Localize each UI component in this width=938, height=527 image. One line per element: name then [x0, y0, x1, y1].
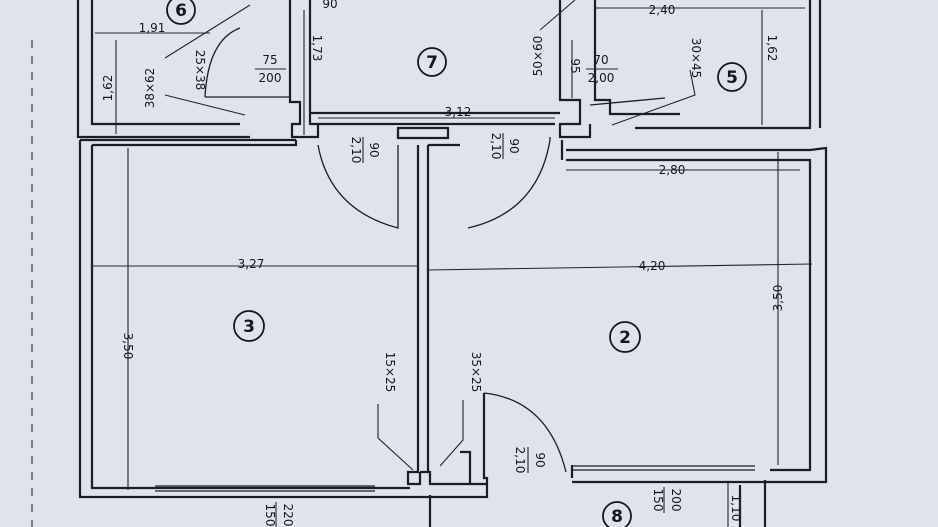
dim-240: 2,40: [649, 3, 676, 17]
door-70: 70: [593, 53, 608, 67]
door-90a-bot: 2,10: [349, 137, 363, 164]
wall-room-2: [420, 140, 828, 486]
vent-15x25: 15×25: [383, 352, 397, 393]
room-number-5: 5: [726, 68, 738, 88]
room-number-3: 3: [243, 317, 255, 337]
door-200: 200: [259, 71, 282, 85]
leader-50x60: [539, 0, 576, 31]
room-number-2: 2: [619, 328, 631, 348]
wall-room-5: [558, 0, 822, 139]
dim-90-top: 90: [322, 0, 337, 11]
dim-173: 1,73: [310, 35, 324, 62]
win-200: 200: [669, 489, 683, 512]
vent-35x25: 35×25: [469, 352, 483, 393]
dim-280: 2,80: [659, 163, 686, 177]
window-room-3: [155, 485, 375, 492]
dim-350-right: 3,50: [771, 285, 785, 312]
door-90b-top: 90: [507, 138, 521, 153]
dim-420: 4,20: [639, 259, 666, 273]
wall-room-6: [76, 0, 250, 139]
door-90c-bot: 2,10: [513, 447, 527, 474]
room-number-8: 8: [611, 507, 623, 527]
dim-162-right: 1,62: [765, 35, 779, 62]
dim-327: 3,27: [238, 257, 265, 271]
wall-room-7-bottom: [310, 111, 560, 126]
door-swing-hall: [467, 137, 551, 229]
leader-38x62: [164, 94, 246, 116]
door-75: 75: [262, 53, 277, 67]
dim-191: 1,91: [139, 21, 166, 35]
dim-350-left: 3,50: [121, 333, 135, 360]
win-150b: 150: [263, 504, 277, 527]
win-50x60: 50×60: [531, 36, 545, 77]
room-label-7: 7: [417, 47, 447, 77]
dim-312: 3,12: [445, 105, 472, 119]
door-swing-room-5: [589, 97, 666, 106]
room-label-6: 6: [166, 0, 196, 25]
leader-25x38: [164, 4, 251, 59]
room-label-8: 8: [602, 501, 632, 527]
win-150: 150: [651, 489, 665, 512]
leader-30x45: [611, 69, 696, 126]
room-number-7: 7: [426, 53, 438, 73]
leader-15x25: [377, 404, 414, 471]
door-swing-room-6: [204, 27, 290, 98]
door-swing-room-3: [317, 144, 399, 229]
wall-room-7-left: [288, 0, 320, 139]
exterior-lines: [428, 480, 767, 527]
door-200b: 2,00: [588, 71, 615, 85]
room-label-2: 2: [609, 321, 641, 353]
door-swing-room-2: [483, 392, 567, 473]
room-label-5: 5: [717, 62, 747, 92]
wall-room-3-right: [396, 126, 450, 486]
door-90c-top: 90: [533, 452, 547, 467]
room-number-6: 6: [175, 1, 187, 21]
win-38x62: 38×62: [143, 68, 157, 109]
dim-95: 95: [568, 58, 582, 73]
door-90a-top: 90: [367, 142, 381, 157]
leader-35x25: [439, 400, 464, 467]
win-30x45: 30×45: [689, 38, 703, 79]
dim-162-left: 1,62: [101, 75, 115, 102]
wall-room-3: [78, 138, 489, 499]
room-label-3: 3: [233, 310, 265, 342]
window-room-2: [572, 465, 755, 471]
dim-110: 1,10: [729, 495, 743, 522]
win-25x38: 25×38: [193, 50, 207, 91]
door-90b-bot: 2,10: [489, 133, 503, 160]
win-220: 220: [281, 504, 295, 527]
dim-line-420: [427, 263, 813, 271]
